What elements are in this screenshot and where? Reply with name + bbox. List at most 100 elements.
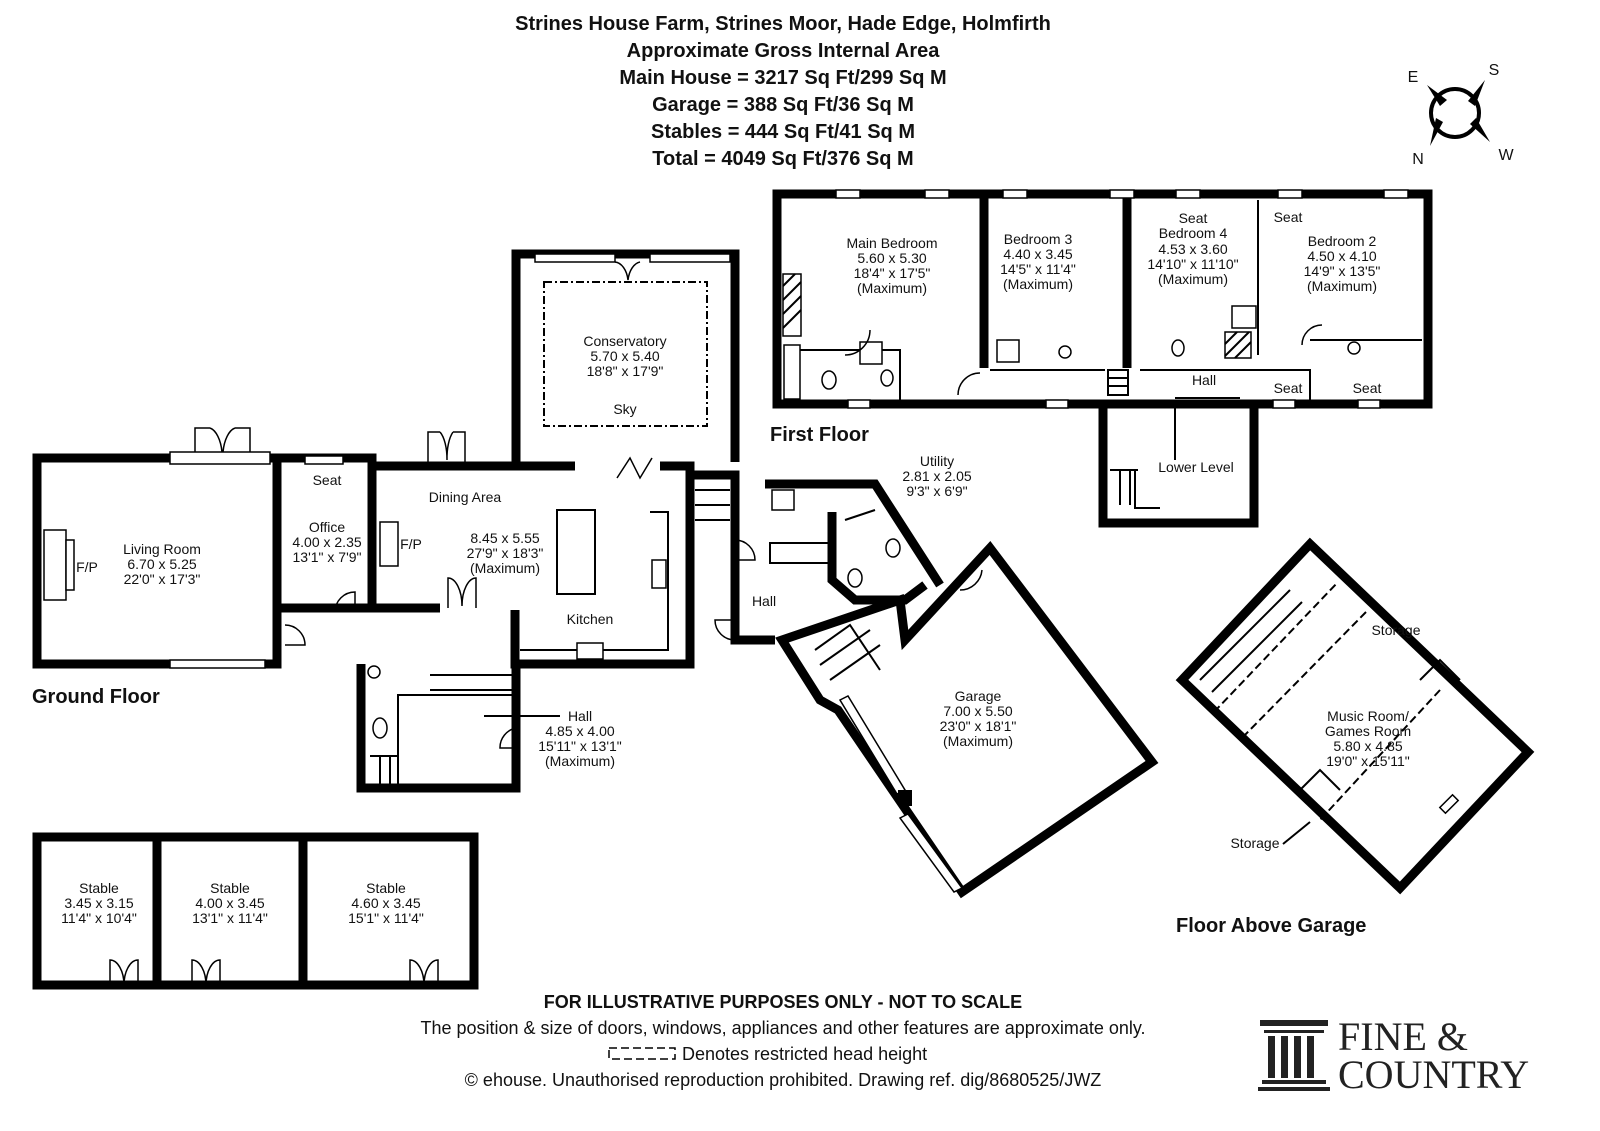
svg-text:Music Room/: Music Room/	[1327, 708, 1409, 724]
svg-text:Garage: Garage	[955, 688, 1002, 704]
svg-text:4.60 x 3.45: 4.60 x 3.45	[351, 895, 420, 911]
ground-hall-walls	[356, 664, 521, 793]
svg-text:(Maximum): (Maximum)	[1307, 278, 1377, 294]
svg-text:4.53 x 3.60: 4.53 x 3.60	[1158, 241, 1227, 257]
svg-text:Storage: Storage	[1371, 622, 1420, 638]
svg-text:Seat: Seat	[313, 472, 342, 488]
footer-note: The position & size of doors, windows, a…	[420, 1018, 1145, 1038]
svg-text:Dining Area: Dining Area	[429, 489, 502, 505]
svg-text:7.00 x 5.50: 7.00 x 5.50	[943, 703, 1012, 719]
svg-text:Kitchen: Kitchen	[567, 611, 614, 627]
svg-text:Conservatory: Conservatory	[583, 333, 666, 349]
above-garage-label: Floor Above Garage	[1176, 915, 1366, 937]
kitchen-island	[556, 509, 596, 595]
stable-3-label: Stable 4.60 x 3.45 15'1" x 11'4"	[348, 880, 424, 926]
svg-text:5.60 x 5.30: 5.60 x 5.30	[857, 250, 926, 266]
property-title: Strines House Farm, Strines Moor, Hade E…	[515, 13, 1051, 35]
svg-text:Office: Office	[309, 519, 346, 535]
svg-text:Bedroom 3: Bedroom 3	[1004, 231, 1073, 247]
fine-country-logo: FINE & COUNTRY	[1258, 1014, 1529, 1097]
music-room-label: Music Room/ Games Room 5.80 x 4.85 19'0"…	[1230, 622, 1420, 851]
svg-text:(Maximum): (Maximum)	[470, 560, 540, 576]
svg-text:F/P: F/P	[76, 559, 98, 575]
footer: FOR ILLUSTRATIVE PURPOSES ONLY - NOT TO …	[420, 992, 1145, 1090]
bedroom-2-label: Seat Bedroom 2 4.50 x 4.10 14'9" x 13'5"…	[1274, 209, 1381, 294]
lower-level-walls	[1098, 404, 1259, 528]
stables	[32, 832, 479, 990]
svg-text:Storage: Storage	[1230, 835, 1279, 851]
svg-text:8.45 x 5.55: 8.45 x 5.55	[470, 530, 539, 546]
svg-text:15'11" x 13'1": 15'11" x 13'1"	[538, 738, 622, 754]
svg-text:4.50 x 4.10: 4.50 x 4.10	[1307, 248, 1376, 264]
compass-icon: E S N W	[1408, 62, 1515, 168]
copyright: © ehouse. Unauthorised reproduction proh…	[465, 1070, 1102, 1090]
dining-kitchen-label: Dining Area 8.45 x 5.55 27'9" x 18'3" (M…	[400, 489, 613, 627]
svg-text:Living Room: Living Room	[123, 541, 201, 557]
svg-text:Seat: Seat	[1274, 209, 1303, 225]
svg-text:Hall: Hall	[568, 708, 592, 724]
conservatory-label: Conservatory 5.70 x 5.40 18'8" x 17'9" S…	[583, 333, 666, 417]
office-label: Seat Office 4.00 x 2.35 13'1" x 7'9"	[292, 472, 361, 565]
svg-text:(Maximum): (Maximum)	[857, 280, 927, 296]
svg-text:Seat: Seat	[1274, 380, 1303, 396]
svg-text:Bedroom 4: Bedroom 4	[1159, 225, 1228, 241]
svg-text:(Maximum): (Maximum)	[1003, 276, 1073, 292]
svg-text:22'0" x 17'3": 22'0" x 17'3"	[124, 571, 201, 587]
bath-icon	[783, 344, 801, 400]
stable-2-label: Stable 4.00 x 3.45 13'1" x 11'4"	[192, 880, 268, 926]
svg-text:Games Room: Games Room	[1325, 723, 1411, 739]
main-bedroom-label: Main Bedroom 5.60 x 5.30 18'4" x 17'5" (…	[846, 235, 937, 296]
svg-text:5.70 x 5.40: 5.70 x 5.40	[590, 348, 659, 364]
svg-text:15'1" x 11'4": 15'1" x 11'4"	[348, 910, 424, 926]
svg-text:Stable: Stable	[79, 880, 119, 896]
compass-w: W	[1498, 147, 1514, 164]
svg-text:3.45 x 3.15: 3.45 x 3.15	[64, 895, 133, 911]
first-floor-label: First Floor	[770, 424, 869, 446]
area-total: Total = 4049 Sq Ft/376 Sq M	[652, 148, 913, 170]
svg-text:6.70 x 5.25: 6.70 x 5.25	[127, 556, 196, 572]
svg-text:Seat: Seat	[1353, 380, 1382, 396]
east-hall-label: Hall	[752, 593, 776, 609]
skylight	[543, 281, 708, 427]
east-hall-walls	[690, 470, 775, 645]
svg-text:Utility: Utility	[920, 453, 954, 469]
svg-text:11'4" x 10'4": 11'4" x 10'4"	[61, 910, 137, 926]
svg-text:9'3" x 6'9": 9'3" x 6'9"	[906, 483, 967, 499]
compass-n: N	[1412, 151, 1424, 168]
area-stables: Stables = 444 Sq Ft/41 Sq M	[651, 121, 915, 143]
svg-text:4.00 x 3.45: 4.00 x 3.45	[195, 895, 264, 911]
hob-icon	[651, 559, 667, 589]
above-garage-walls	[1175, 537, 1535, 895]
area-garage: Garage = 388 Sq Ft/36 Sq M	[652, 94, 914, 116]
svg-text:Seat: Seat	[1179, 210, 1208, 226]
bedroom-3-label: Bedroom 3 4.40 x 3.45 14'5" x 11'4" (Max…	[1000, 231, 1076, 292]
svg-text:14'9" x 13'5": 14'9" x 13'5"	[1304, 263, 1381, 279]
shower-icon	[859, 341, 883, 365]
svg-text:FINE &: FINE &	[1338, 1014, 1468, 1059]
svg-text:Stable: Stable	[366, 880, 406, 896]
svg-text:27'9" x 18'3": 27'9" x 18'3"	[467, 545, 544, 561]
svg-text:F/P: F/P	[400, 536, 422, 552]
svg-text:4.00 x 2.35: 4.00 x 2.35	[292, 534, 361, 550]
svg-text:4.40 x 3.45: 4.40 x 3.45	[1003, 246, 1072, 262]
sink-icon	[576, 642, 604, 660]
svg-text:14'5" x 11'4": 14'5" x 11'4"	[1000, 261, 1076, 277]
svg-text:19'0" x 15'11": 19'0" x 15'11"	[1326, 753, 1410, 769]
conservatory-walls	[511, 249, 740, 462]
stable-1-label: Stable 3.45 x 3.15 11'4" x 10'4"	[61, 880, 137, 926]
restricted-height-legend-icon	[608, 1047, 676, 1060]
stables-walls	[32, 832, 479, 990]
legend-text: Denotes restricted head height	[682, 1044, 927, 1064]
svg-text:13'1" x 7'9": 13'1" x 7'9"	[293, 549, 362, 565]
bedroom-4-label: Seat Bedroom 4 4.53 x 3.60 14'10" x 11'1…	[1147, 210, 1238, 287]
compass-e: E	[1408, 69, 1419, 86]
garage	[775, 540, 1159, 899]
ground-floor-label: Ground Floor	[32, 686, 160, 708]
svg-text:COUNTRY: COUNTRY	[1338, 1052, 1529, 1097]
header: Strines House Farm, Strines Moor, Hade E…	[515, 13, 1051, 170]
area-main-house: Main House = 3217 Sq Ft/299 Sq M	[619, 67, 946, 89]
svg-text:Sky: Sky	[613, 401, 636, 417]
pillars-icon	[1258, 1020, 1330, 1091]
first-floor-walls	[772, 189, 1433, 409]
